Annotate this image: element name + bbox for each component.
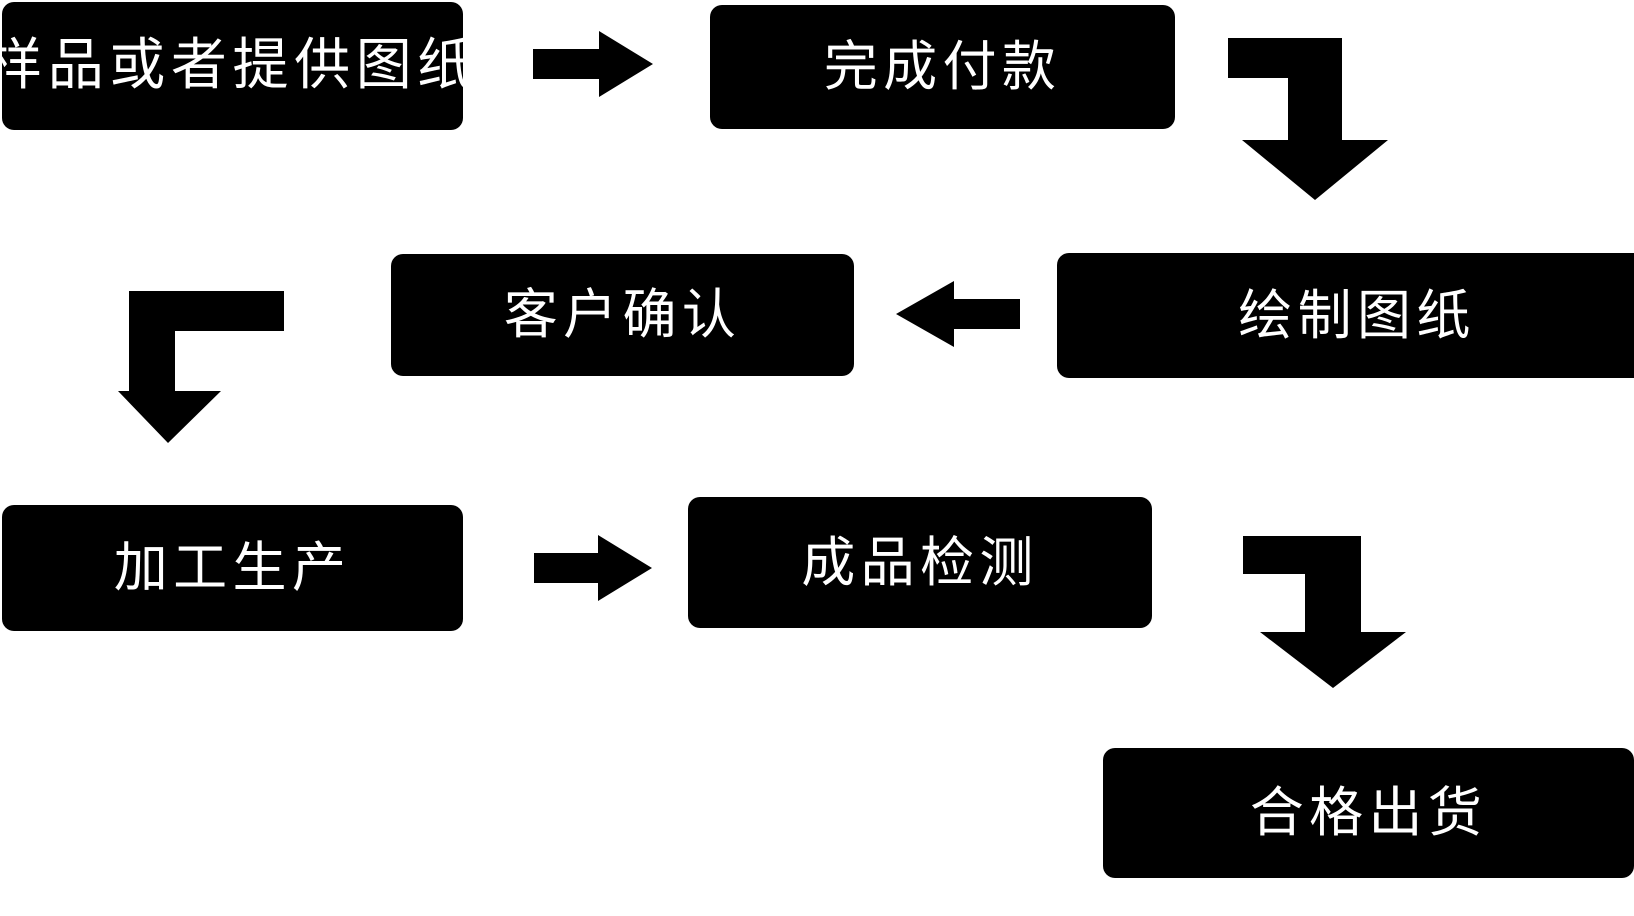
node-sample-label: 样品或者提供图纸	[0, 33, 479, 98]
node-payment[interactable]: 完成付款	[710, 5, 1175, 129]
connector-production-to-inspection	[534, 535, 652, 601]
node-confirm[interactable]: 客户确认	[391, 254, 854, 376]
arrow-right-icon	[534, 535, 652, 601]
node-shipment-label: 合格出货	[1249, 781, 1488, 844]
node-payment-label: 完成付款	[823, 35, 1062, 98]
node-drawing-label: 绘制图纸	[1238, 283, 1476, 347]
connector-payment-to-drawing	[1228, 38, 1388, 200]
node-inspection-label: 成品检测	[801, 530, 1039, 594]
arrow-elbow-down-icon	[1228, 38, 1388, 200]
node-confirm-label: 客户确认	[503, 283, 742, 346]
node-shipment[interactable]: 合格出货	[1103, 748, 1634, 878]
arrow-left-icon	[896, 281, 1020, 347]
node-inspection[interactable]: 成品检测	[688, 497, 1152, 628]
node-sample[interactable]: 样品或者提供图纸	[0, 2, 473, 130]
node-production-label: 加工生产	[113, 536, 352, 599]
connector-sample-to-payment	[533, 31, 653, 97]
node-production[interactable]: 加工生产	[2, 505, 463, 631]
connector-inspection-to-shipment	[1243, 536, 1406, 688]
connector-confirm-to-production	[118, 291, 284, 443]
connector-drawing-to-confirm	[896, 281, 1020, 347]
arrow-right-icon	[533, 31, 653, 97]
arrow-elbow-down-icon	[1243, 536, 1406, 688]
arrow-elbow-down-icon	[118, 291, 284, 443]
node-drawing[interactable]: 绘制图纸	[1057, 253, 1634, 378]
